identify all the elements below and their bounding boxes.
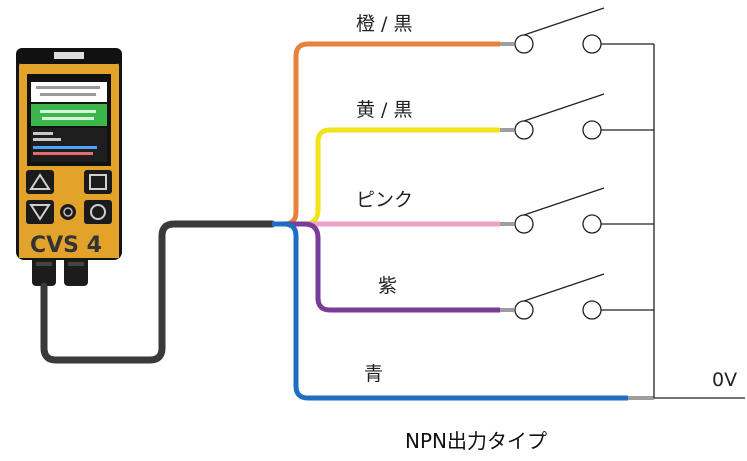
ground-label: 0V xyxy=(712,369,737,391)
brand-badge xyxy=(54,52,84,59)
menu-button xyxy=(84,170,112,194)
device-model-label: CVS 4 xyxy=(30,233,102,258)
wire-label-orange: 橙 / 黒 xyxy=(356,13,412,35)
connector-left xyxy=(32,256,56,286)
wire-blue xyxy=(272,221,628,401)
sensor-device: CVS 4 xyxy=(16,48,122,286)
diagram-caption: NPN出力タイプ xyxy=(405,429,547,453)
wire-purple xyxy=(272,221,500,313)
down-button xyxy=(26,200,54,224)
connector-right xyxy=(64,256,88,286)
switch-3 xyxy=(514,187,654,234)
switch-1 xyxy=(514,7,654,54)
switch-2 xyxy=(514,93,654,140)
wire-label-blue: 青 xyxy=(364,363,383,385)
center-button xyxy=(60,204,76,220)
wire-label-pink: ピンク xyxy=(356,189,413,211)
wire-label-purple: 紫 xyxy=(378,275,397,297)
wire-label-yellow: 黄 / 黒 xyxy=(356,99,412,121)
up-button xyxy=(26,170,54,194)
switch-4 xyxy=(514,273,654,320)
main-cable xyxy=(40,220,276,364)
enter-button xyxy=(84,200,112,224)
